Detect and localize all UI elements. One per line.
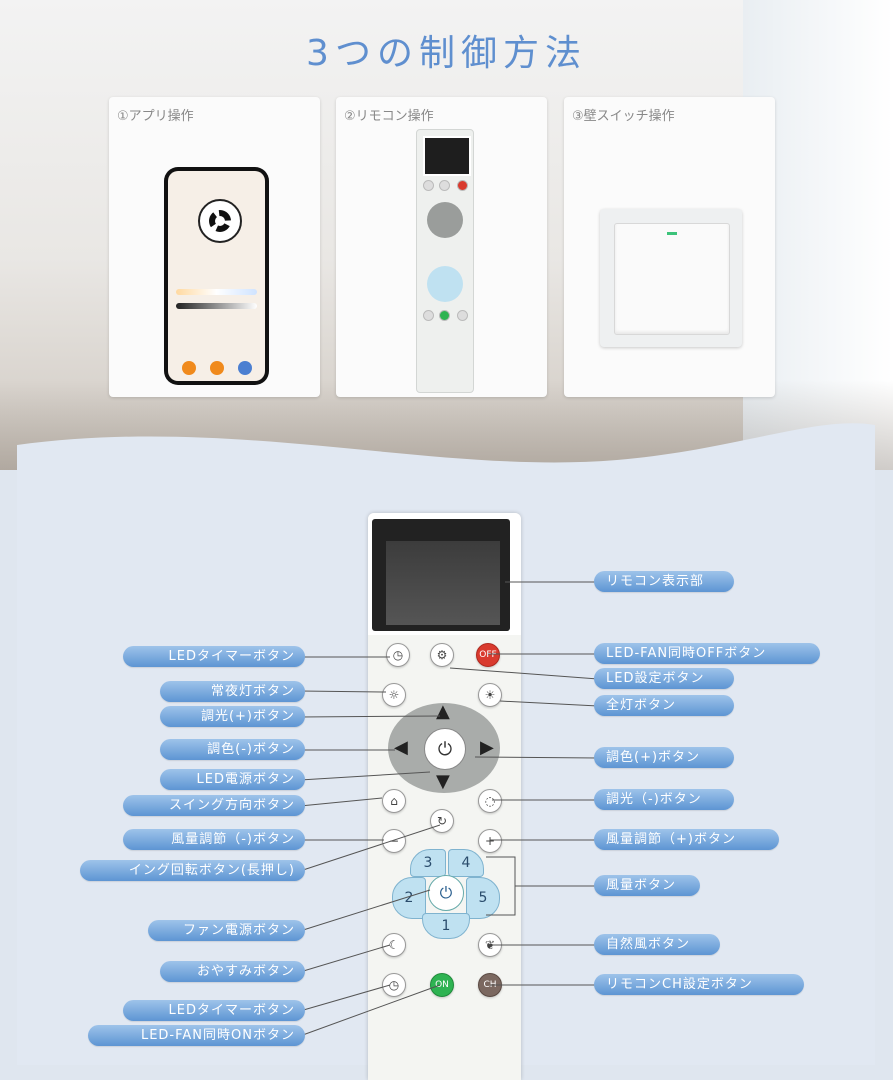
label-fan-speed-minus: 風量調節（-)ボタン	[123, 829, 305, 850]
label-fan-power: ファン電源ボタン	[148, 920, 305, 941]
full-light-button: ☀	[478, 683, 502, 707]
label-color-minus: 調色(-)ボタン	[160, 739, 305, 760]
swing-rotate-button: ↻	[430, 809, 454, 833]
color-slider	[176, 289, 257, 295]
fan-speed-plus-button: +	[478, 829, 502, 853]
remote-thumbnail	[416, 129, 474, 393]
fan-key-1: 1	[422, 913, 470, 939]
label-remote-display: リモコン表示部	[594, 571, 734, 592]
indicator-led	[667, 232, 677, 235]
card-label: ②リモコン操作	[344, 109, 434, 124]
label-dimming-plus: 調光(+)ボタン	[160, 706, 305, 727]
remote-display	[372, 519, 510, 631]
led-setting-button: ⚙	[430, 643, 454, 667]
card-remote-control: ②リモコン操作	[336, 97, 547, 397]
label-led-timer: LEDタイマーボタン	[123, 646, 305, 667]
led-fan-off-button: OFF	[476, 643, 500, 667]
sleep-button: ☾	[382, 933, 406, 957]
fan-key-5: 5	[466, 877, 500, 919]
fan-speed-pad: 3 4 2 5 1 ⏻	[392, 849, 500, 939]
label-led-timer-2: LEDタイマーボタン	[123, 1000, 305, 1021]
fan-icon	[198, 199, 242, 243]
card-app-control: ①アプリ操作	[109, 97, 320, 397]
label-led-power: LED電源ボタン	[160, 769, 305, 790]
fan-key-2: 2	[392, 877, 426, 919]
label-sleep: おやすみボタン	[160, 961, 305, 982]
arrow-up-icon: ▲	[436, 701, 450, 722]
dpad: ▲ ▼ ◀ ▶ ⏻	[388, 701, 500, 793]
label-swing-direction: スイング方向ボタン	[123, 795, 305, 816]
label-full-light: 全灯ボタン	[594, 695, 734, 716]
brightness-slider	[176, 303, 257, 309]
led-timer-button: ◷	[386, 643, 410, 667]
fan-key-4: 4	[448, 849, 484, 877]
label-led-setting: LED設定ボタン	[594, 668, 734, 689]
wave-decoration	[17, 423, 875, 525]
smartphone-image	[164, 167, 269, 385]
label-remote-ch: リモコンCH設定ボタン	[594, 974, 804, 995]
app-button-icon	[210, 361, 224, 375]
card-label: ③壁スイッチ操作	[572, 109, 675, 124]
arrow-left-icon: ◀	[394, 737, 408, 758]
arrow-down-icon: ▼	[436, 771, 450, 792]
label-fan-speed: 風量ボタン	[594, 875, 700, 896]
label-led-fan-on: LED-FAN同時ONボタン	[88, 1025, 305, 1046]
label-fan-speed-plus: 風量調節（+)ボタン	[594, 829, 779, 850]
led-timer-button-2: ◷	[382, 973, 406, 997]
night-light-button: ☼	[382, 683, 406, 707]
app-button-icon	[238, 361, 252, 375]
card-label: ①アプリ操作	[117, 109, 194, 124]
card-wall-switch: ③壁スイッチ操作	[564, 97, 775, 397]
fan-power-icon: ⏻	[428, 875, 464, 911]
swing-direction-button: ⌂	[382, 789, 406, 813]
label-natural-wind: 自然風ボタン	[594, 934, 720, 955]
label-swing-rotate: イング回転ボタン(長押し)	[80, 860, 305, 881]
label-led-fan-off: LED-FAN同時OFFボタン	[594, 643, 820, 664]
label-color-plus: 調色(+)ボタン	[594, 747, 734, 768]
power-icon: ⏻	[424, 728, 466, 770]
page-title: 3つの制御方法	[306, 33, 587, 74]
wall-switch-image	[600, 209, 742, 347]
fan-key-3: 3	[410, 849, 446, 877]
arrow-right-icon: ▶	[480, 737, 494, 758]
fan-speed-minus-button: −	[382, 829, 406, 853]
label-dimming-minus: 調光（-)ボタン	[594, 789, 734, 810]
led-fan-on-button: ON	[430, 973, 454, 997]
dimming-minus-button: ◌	[478, 789, 502, 813]
app-button-icon	[182, 361, 196, 375]
label-night-light: 常夜灯ボタン	[160, 681, 305, 702]
